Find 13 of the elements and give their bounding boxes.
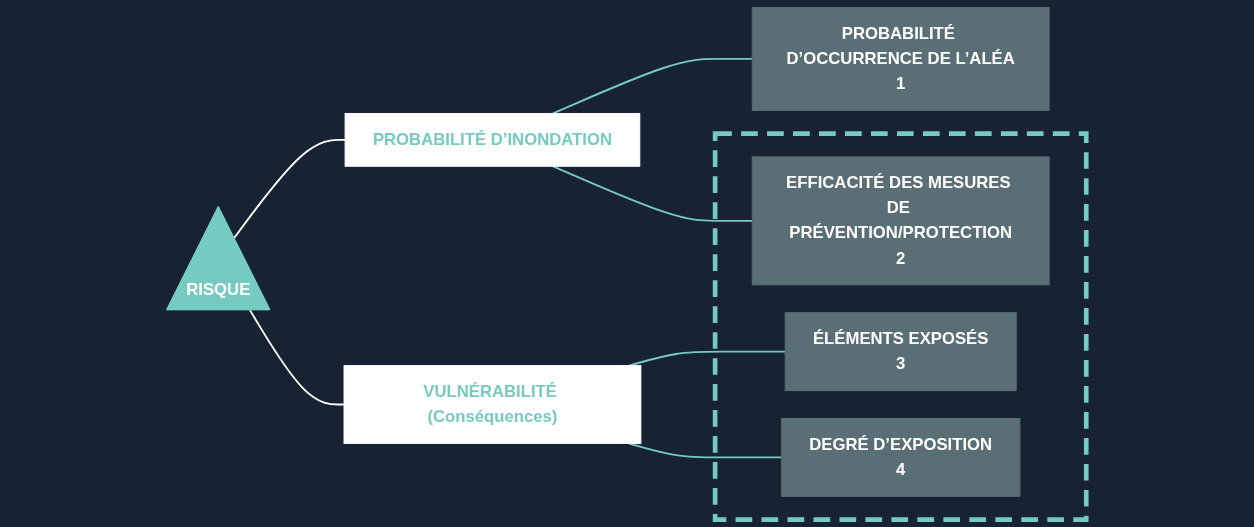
connector	[628, 442, 783, 459]
node-box: PROBABILITÉ D’OCCURRENCE DE L’ALÉA 1	[752, 6, 1051, 111]
connector	[249, 309, 346, 406]
connector	[552, 58, 754, 115]
node-box: ÉLÉMENTS EXPOSÉS 3	[785, 312, 1018, 392]
node-box: EFFICACITÉ DES MESURES DE PRÉVENTION/PROTECTION 2	[752, 156, 1051, 286]
connector	[233, 138, 347, 239]
cluster	[713, 131, 1090, 522]
node-box: DEGRÉ D’EXPOSITION 4	[781, 418, 1021, 497]
connector	[628, 350, 787, 367]
node-box: PROBABILITÉ D’INONDATION	[345, 112, 641, 167]
connector	[552, 165, 754, 222]
node-box: VULNÉRABILITÉ (Conséquences)	[344, 365, 642, 444]
